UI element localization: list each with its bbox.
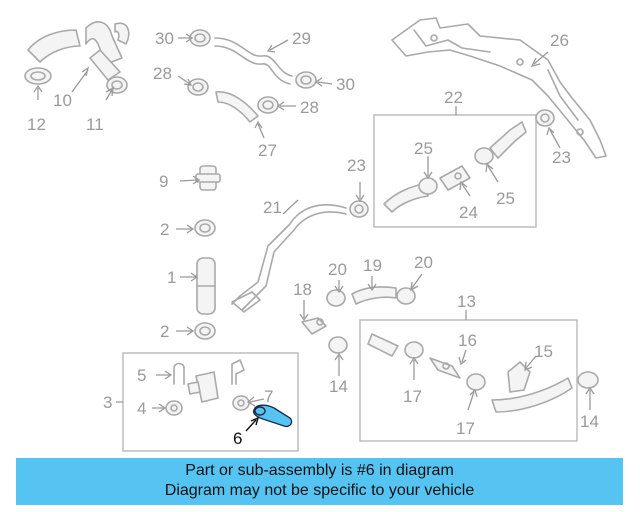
- part-2-clamp-b: [194, 322, 216, 340]
- part-28-clamp-a: [187, 78, 209, 96]
- callout-15: 15: [534, 342, 553, 361]
- part-16-connector: [429, 357, 461, 379]
- callout-20-a: 20: [328, 260, 347, 279]
- part-30-clamp-b: [295, 71, 317, 89]
- part-10-hoses: [27, 21, 130, 81]
- callout-29: 29: [292, 29, 311, 48]
- callout-18: 18: [293, 280, 312, 299]
- part-3-tee-fitting: [187, 371, 219, 403]
- part-23-clamp-right: [535, 109, 555, 127]
- group-box-22: [373, 114, 537, 228]
- part-30-clamp-a: [189, 29, 211, 47]
- leader-lines: [33, 33, 595, 413]
- callout-14-a: 14: [329, 377, 348, 396]
- part-12-clamp: [24, 67, 52, 85]
- part-25-hose-b: [489, 121, 527, 159]
- callout-30-a: 30: [155, 29, 174, 48]
- callout-23-a: 23: [347, 156, 366, 175]
- callout-6: 6: [233, 429, 242, 448]
- part-21-pipe: [231, 204, 347, 313]
- group-box-13: [359, 319, 578, 442]
- part-26-bracket: [391, 17, 607, 159]
- callout-25-a: 25: [414, 139, 433, 158]
- part-6-highlighted[interactable]: [252, 404, 293, 428]
- part-2-clamp-a: [194, 219, 216, 237]
- callout-14-b: 14: [580, 412, 599, 431]
- callout-13: 13: [457, 292, 476, 311]
- part-3-clip-b: [231, 359, 245, 385]
- callout-5: 5: [137, 366, 146, 385]
- callout-3: 3: [103, 393, 112, 412]
- callout-1: 1: [167, 268, 176, 287]
- part-1-tube: [196, 257, 216, 315]
- part-5-clip: [173, 362, 185, 385]
- banner-line-2: Diagram may not be specific to your vehi…: [164, 482, 475, 499]
- callout-24: 24: [459, 203, 478, 222]
- callout-22: 22: [444, 88, 463, 107]
- part-18-fitting: [301, 317, 327, 335]
- part-17-clamp-b: [466, 373, 486, 391]
- callout-10: 10: [53, 91, 72, 110]
- leader-6: [245, 416, 260, 432]
- part-9-fitting: [195, 165, 221, 191]
- part-19-hose: [351, 286, 397, 305]
- callout-7: 7: [264, 387, 273, 406]
- callout-25-b: 25: [496, 189, 515, 208]
- callout-23-b: 23: [552, 148, 571, 167]
- callout-19: 19: [363, 256, 382, 275]
- callout-28-a: 28: [153, 64, 172, 83]
- part-20-clamp-b: [396, 287, 416, 305]
- part-14-clamp-left: [328, 336, 348, 354]
- callout-20-b: 20: [414, 253, 433, 272]
- banner-line-1: Part or sub-assembly is #6 in diagram: [185, 462, 454, 479]
- callout-26: 26: [550, 31, 569, 50]
- callout-28-b: 28: [300, 98, 319, 117]
- part-13-hose-b: [491, 377, 573, 413]
- part-14-clamp-right: [577, 371, 599, 389]
- callout-2-b: 2: [160, 322, 169, 341]
- info-banner: Part or sub-assembly is #6 in diagram Di…: [16, 458, 623, 505]
- callout-27: 27: [258, 141, 277, 160]
- part-23-clamp-left: [349, 200, 369, 218]
- callout-17-b: 17: [456, 419, 475, 438]
- part-29-pipe: [214, 37, 293, 85]
- part-25-clamp-b: [474, 147, 494, 165]
- callout-17-a: 17: [403, 387, 422, 406]
- callout-11: 11: [86, 115, 104, 134]
- callout-2-a: 2: [160, 220, 169, 239]
- callout-16: 16: [458, 331, 477, 350]
- parts-diagram: 12 10 11 30 29 30 28 28 27 26 22 25 23 2…: [24, 17, 607, 452]
- callout-12: 12: [27, 115, 46, 134]
- part-24-connector: [439, 165, 471, 191]
- part-7-gasket: [232, 395, 250, 411]
- callout-labels: 12 10 11 30 29 30 28 28 27 26 22 25 23 2…: [27, 29, 599, 448]
- part-13-hose-a: [367, 333, 399, 357]
- callout-21: 21: [263, 198, 282, 217]
- part-20-clamp-a: [326, 289, 346, 307]
- callout-4: 4: [137, 399, 146, 418]
- callout-30-b: 30: [336, 75, 355, 94]
- callout-9: 9: [159, 172, 168, 191]
- part-17-clamp-a: [404, 341, 424, 359]
- part-27-hose: [215, 91, 259, 123]
- part-25-hose-a: [383, 183, 429, 213]
- part-11-clamp: [106, 76, 128, 94]
- part-28-clamp-b: [257, 96, 279, 114]
- part-25-clamp-a: [418, 177, 438, 195]
- part-4-washer: [165, 400, 183, 416]
